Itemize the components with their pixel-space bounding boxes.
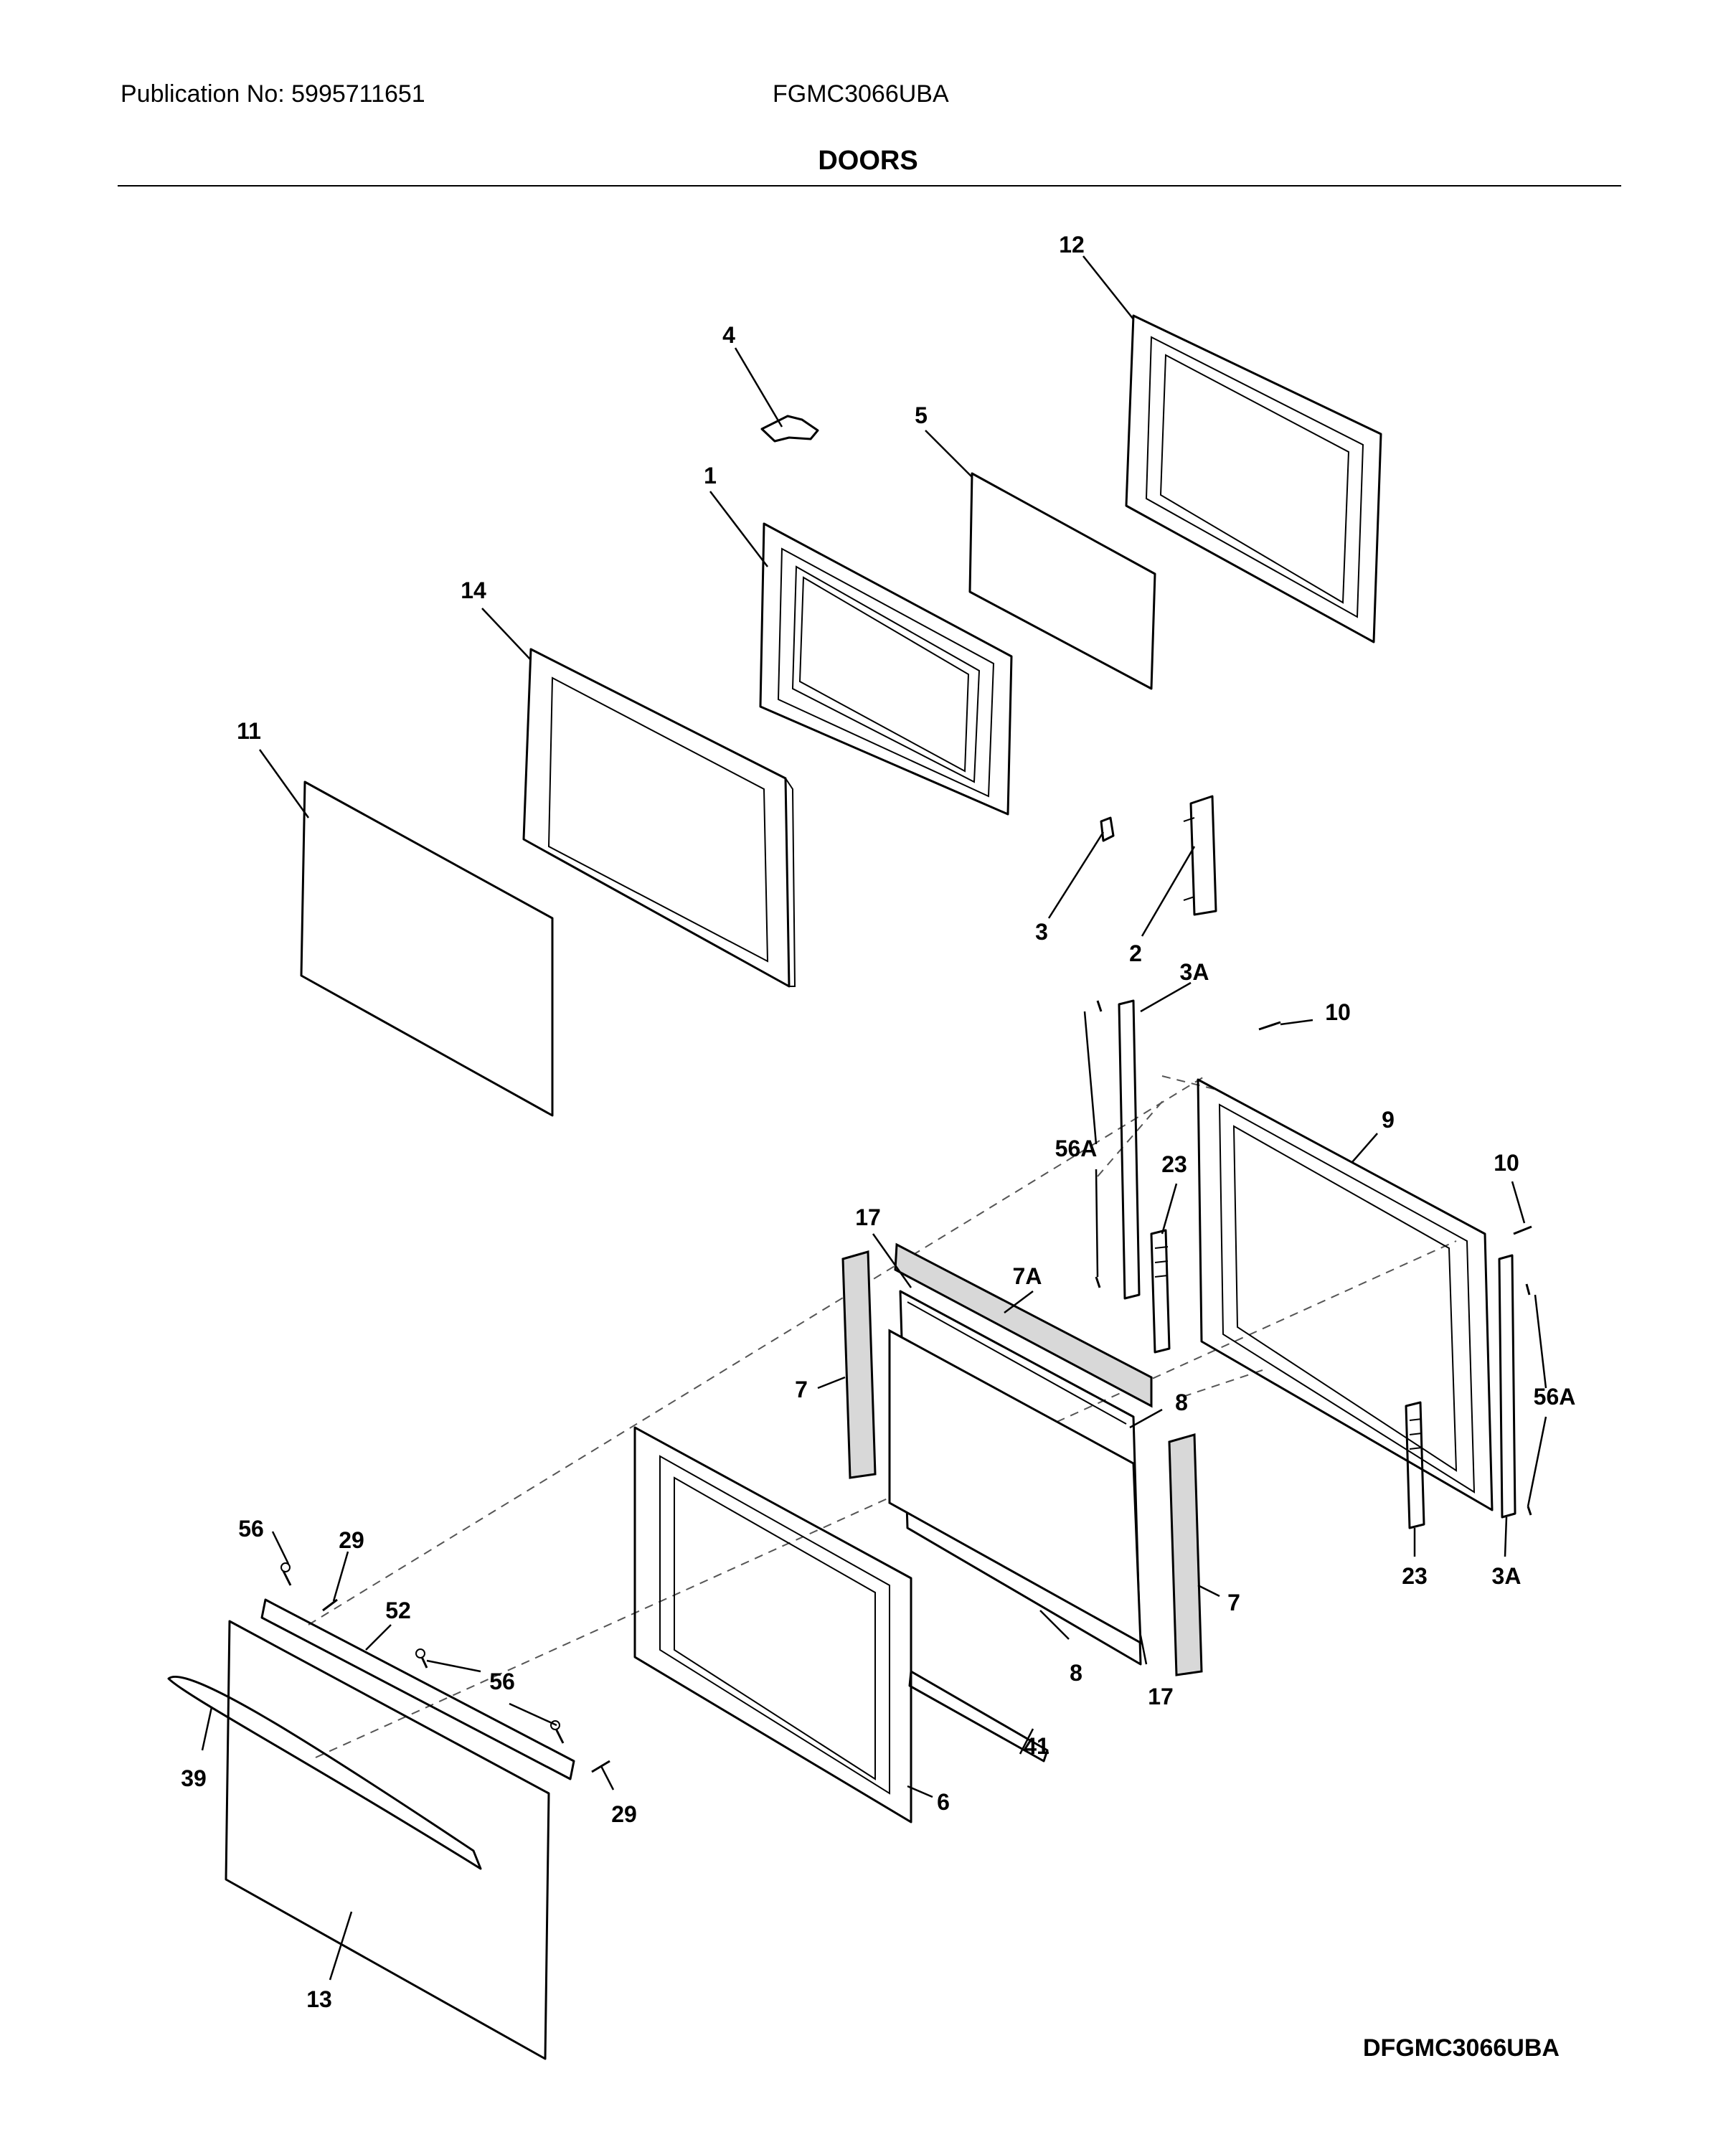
part-5-inner-glass (968, 472, 1156, 690)
publication-number: Publication No: 5995711651 (121, 80, 425, 108)
callout-7a: 7A (1013, 1263, 1042, 1289)
callout-3a-bottom: 3A (1492, 1563, 1522, 1589)
callout-56-right: 56 (489, 1669, 515, 1694)
callout-5: 5 (915, 402, 928, 428)
part-6-outer-door-frame (633, 1426, 912, 1823)
callout-39: 39 (181, 1765, 207, 1791)
part-23-hinge-top (1150, 1229, 1171, 1354)
callout-29-top: 29 (339, 1527, 364, 1553)
callout-56a-top: 56A (1055, 1136, 1098, 1161)
model-number: FGMC3066UBA (773, 80, 949, 108)
fasteners (280, 1000, 1532, 1773)
header-divider (118, 185, 1621, 187)
part-23-hinge-bottom (1405, 1401, 1425, 1529)
callout-10-top: 10 (1325, 999, 1351, 1025)
callout-leaders (201, 255, 1547, 1981)
part-4-bracket (760, 415, 819, 443)
section-title: DOORS (818, 146, 918, 176)
part-7a-insulation-strip (894, 1242, 1153, 1408)
callout-8-top: 8 (1175, 1390, 1188, 1415)
callout-labels: 12 4 5 1 14 11 3 2 3A 10 9 56A 23 10 17 … (181, 232, 1575, 2012)
callout-23-bottom: 23 (1402, 1563, 1428, 1589)
callout-3a-top: 3A (1180, 959, 1209, 985)
part-11-outer-glass (300, 780, 554, 1117)
part-7-insulation-left (841, 1250, 877, 1479)
callout-10-right: 10 (1494, 1150, 1519, 1176)
callout-3: 3 (1035, 919, 1048, 945)
part-1-inner-door-frame (759, 522, 1013, 816)
part-2-hinge-bracket (1183, 795, 1217, 916)
part-41-bottom-trim (908, 1670, 1049, 1763)
callout-13: 13 (306, 1986, 332, 2012)
callout-23-top: 23 (1161, 1151, 1187, 1177)
callout-2: 2 (1129, 940, 1142, 966)
callout-17-top: 17 (855, 1204, 881, 1230)
part-39-door-handle (167, 1675, 482, 1870)
callout-17-bottom: 17 (1148, 1684, 1174, 1709)
callout-41: 41 (1024, 1733, 1049, 1759)
callout-11: 11 (237, 718, 261, 744)
callout-56a-right: 56A (1534, 1384, 1576, 1410)
part-9-door-liner (1197, 1078, 1494, 1511)
part-14-door-trim-frame (522, 648, 796, 988)
part-3a-hinge-channel-bottom (1498, 1254, 1516, 1519)
part-13-outer-door-panel (225, 1620, 550, 2060)
callout-52: 52 (385, 1598, 411, 1623)
callout-9: 9 (1382, 1107, 1395, 1133)
part-8-glass-pack (888, 1329, 1142, 1645)
part-7-insulation-right (1168, 1433, 1203, 1676)
diagram-code: DFGMC3066UBA (1363, 2034, 1560, 2062)
part-3a-hinge-channel-top (1118, 999, 1141, 1300)
callout-56-left: 56 (238, 1516, 264, 1542)
part-12-door-liner-frame (1125, 314, 1382, 643)
callout-8-bottom: 8 (1070, 1660, 1082, 1686)
callout-14: 14 (461, 577, 486, 603)
part-3-clip (1100, 816, 1115, 842)
assembly-guide-lines (308, 1075, 1457, 1758)
callout-7-right: 7 (1227, 1590, 1240, 1615)
part-52-top-trim (260, 1598, 575, 1780)
callout-29-bottom: 29 (611, 1801, 637, 1827)
callout-4: 4 (722, 322, 735, 348)
callout-12: 12 (1059, 232, 1085, 258)
callout-6: 6 (937, 1789, 950, 1815)
callout-7-left: 7 (795, 1377, 808, 1402)
callout-1: 1 (704, 463, 717, 489)
